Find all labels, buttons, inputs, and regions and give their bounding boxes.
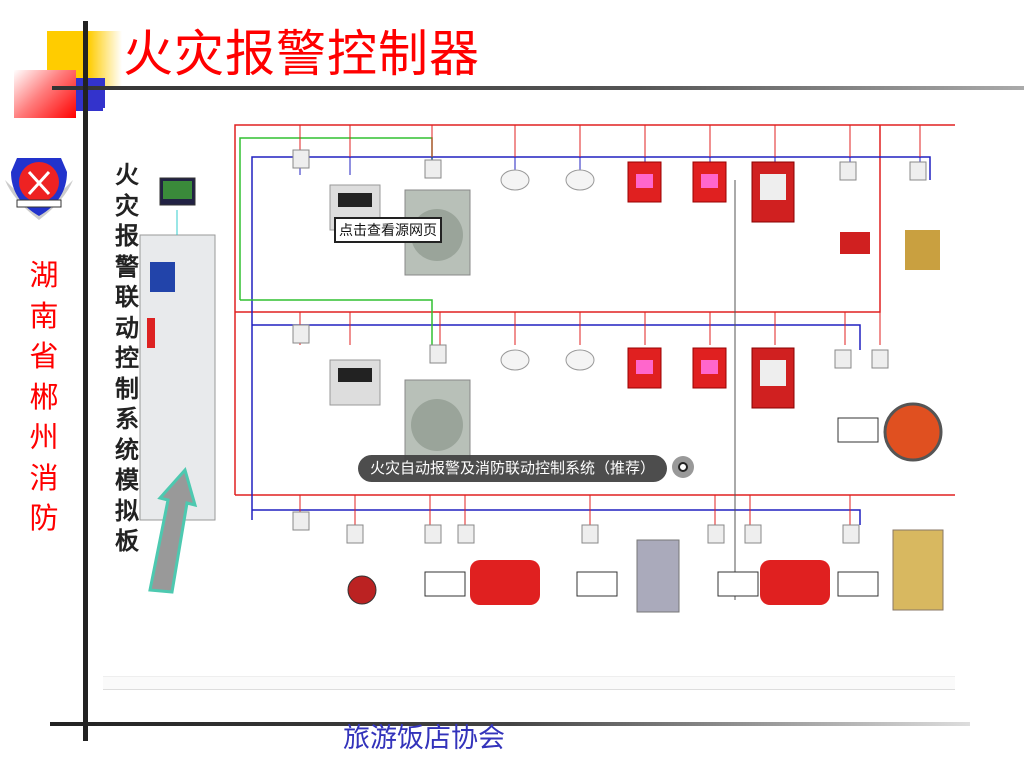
call-point-window [636,360,653,374]
module-icon [909,161,927,181]
diagram-wiring [139,124,955,613]
diagram-bottom-strip [103,676,955,690]
play-icon[interactable] [672,456,694,478]
repeater-panel [329,359,381,406]
fire-alarm-system-diagram [103,108,957,624]
detector-icon [565,169,595,191]
module-icon [871,349,889,369]
module-icon [839,161,857,181]
module-icon [292,149,310,169]
call-point-window [701,174,718,188]
detector-icon [500,169,530,191]
module-icon [292,511,310,531]
pump-icon [760,560,830,605]
module-icon [457,524,475,544]
call-point-window [636,174,653,188]
call-point-window [701,360,718,374]
signal-line [251,156,931,520]
arrow-up-icon [148,466,198,594]
slide-footer: 旅游饭店协会 [343,723,505,754]
footer-divider [50,722,970,726]
vertical-divider [83,21,88,741]
cabinet-phone [147,318,155,348]
cabinet-display [150,262,175,292]
module-icon [346,524,364,544]
module-icon [842,524,860,544]
elevator-icon [892,529,944,611]
repeater-screen [338,368,372,382]
decor-red-square [14,70,76,118]
signal-line [252,509,861,525]
fan-icon [883,402,943,462]
sounder-lens [760,360,786,386]
signal-line [252,324,861,350]
monitor-screen [163,181,192,199]
flow-switch-icon [840,232,870,254]
view-source-link[interactable]: 点击查看源网页 [334,217,442,243]
repeater-screen [338,193,372,207]
control-box [837,417,879,443]
detector-icon [500,349,530,371]
module-icon [707,524,725,544]
broadcast-line [240,299,433,345]
control-box [424,571,466,597]
module-icon [424,524,442,544]
solenoid-valve-icon [905,230,940,270]
detector-icon [565,349,595,371]
control-box [576,571,618,597]
control-box [837,571,879,597]
fire-service-emblem-icon [5,158,73,220]
power-line [234,124,955,495]
module-icon [834,349,852,369]
diagram-vertical-title: 火灾报警联动控制系统模拟板 [115,161,139,555]
side-vertical-text: 湖南省郴州消防 [29,258,59,535]
module-icon [292,324,310,344]
call-point-icon [692,347,727,389]
sounder-lens [760,174,786,200]
slide-title: 火灾报警控制器 [123,25,480,83]
module-icon [581,524,599,544]
title-divider [52,86,1024,90]
shutter-door-icon [636,539,680,613]
speaker-grill [411,399,463,451]
diagram-caption: 火灾自动报警及消防联动控制系统（推荐） [358,455,668,482]
module-icon [429,344,447,364]
pump-icon [470,560,540,605]
control-box [717,571,759,597]
module-icon [424,159,442,179]
module-icon [744,524,762,544]
beacon-icon [347,575,377,605]
